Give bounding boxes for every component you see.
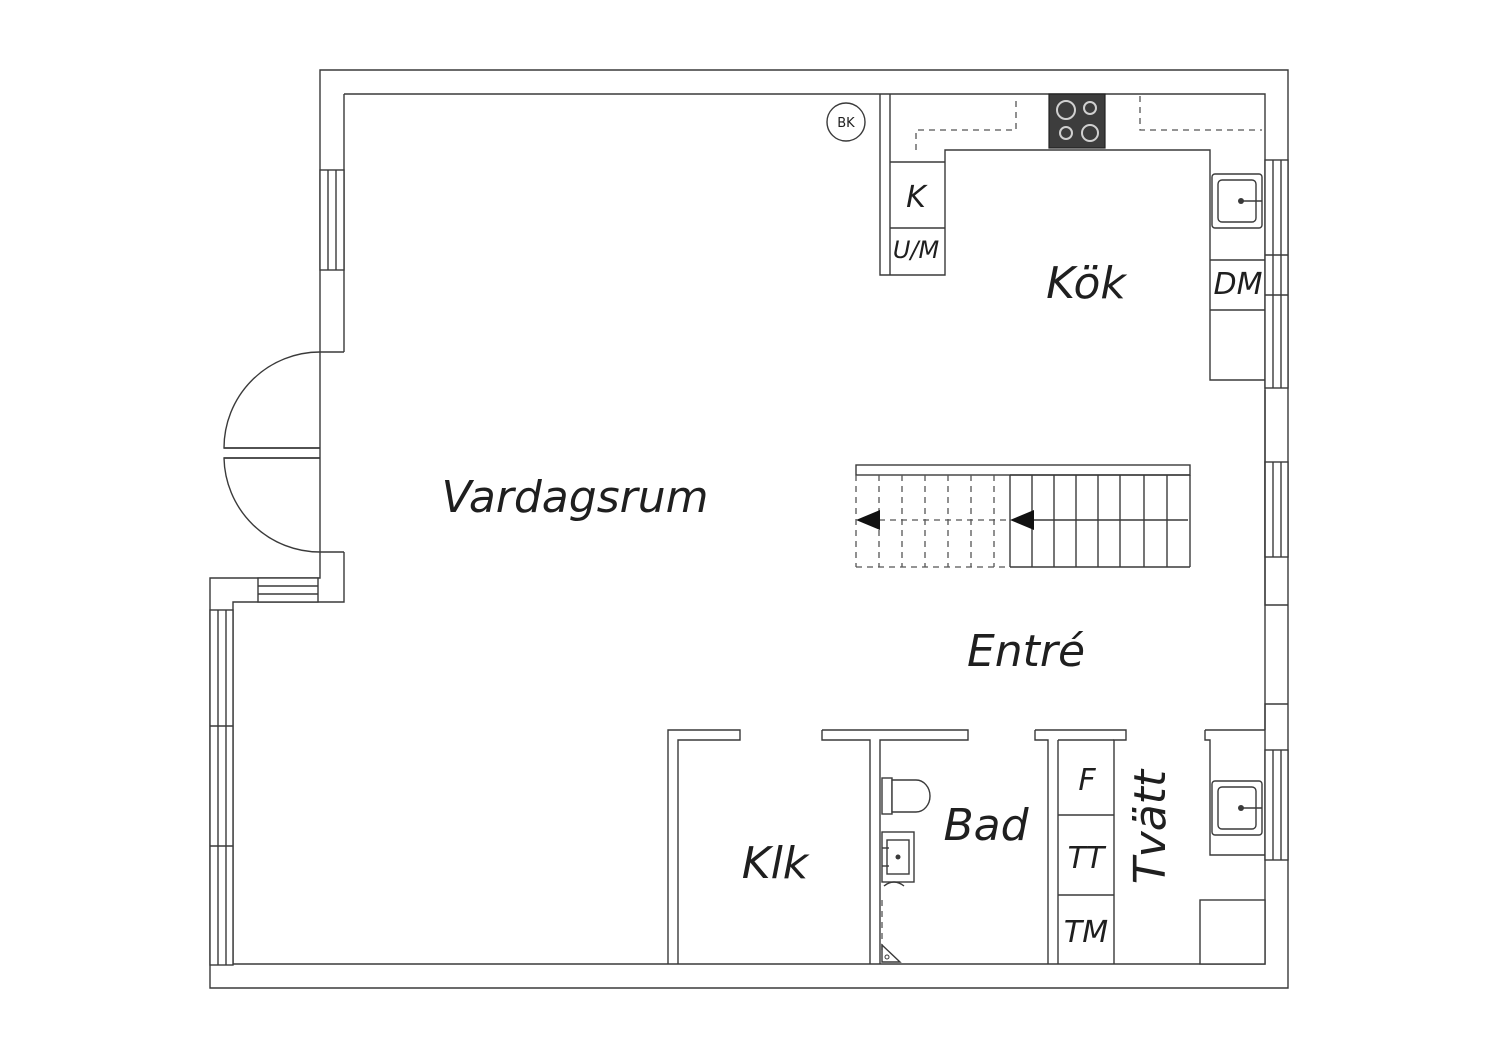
label-tm: TM <box>1064 915 1108 950</box>
room-label-kok: Kök <box>1046 258 1127 309</box>
label-tt: TT <box>1068 841 1107 876</box>
label-k: K <box>906 180 928 215</box>
windows <box>209 159 1289 966</box>
label-bk: BK <box>837 116 855 131</box>
toilet-icon <box>881 777 931 815</box>
stove-icon <box>1048 93 1106 149</box>
entrance-door <box>223 351 321 553</box>
laundry-sink-icon <box>1211 780 1263 836</box>
room-label-klk: Klk <box>742 838 810 889</box>
room-label-bad: Bad <box>943 800 1029 851</box>
kitchen-counters <box>879 94 1265 381</box>
appliance-labels: BK K U/M DM F TT TM <box>837 116 1262 950</box>
right-wall-recess <box>1264 390 1288 730</box>
bathroom-sink-icon <box>881 831 915 887</box>
label-f: F <box>1078 763 1096 798</box>
staircase <box>855 464 1191 568</box>
chimney-icon <box>826 102 866 142</box>
room-label-tvatt: Tvätt <box>1125 768 1176 884</box>
label-um: U/M <box>893 236 940 264</box>
kitchen-sink-icon <box>1211 173 1263 229</box>
shower-icon <box>881 900 902 963</box>
room-label-vardagsrum: Vardagsrum <box>442 472 709 523</box>
label-dm: DM <box>1214 267 1263 302</box>
room-label-entre: Entré <box>967 626 1085 677</box>
room-labels: Vardagsrum Kök Entré Bad Klk Tvätt <box>442 258 1176 889</box>
interior-walls <box>667 729 1266 965</box>
